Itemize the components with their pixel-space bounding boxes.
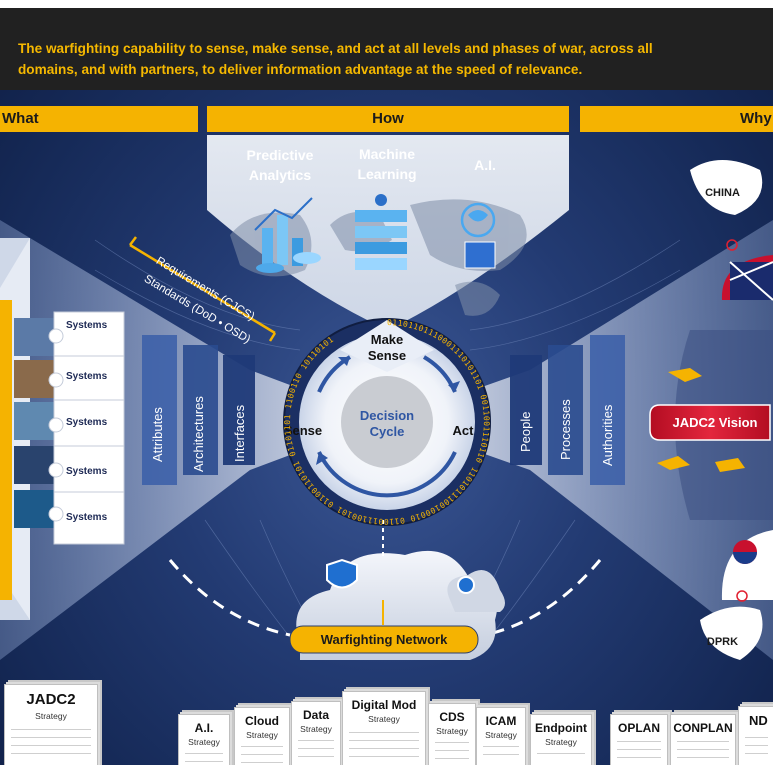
mission-statement: The warfighting capability to sense, mak… <box>18 38 763 80</box>
section-why-header: Why <box>580 106 773 132</box>
predictive-analytics-label: Predictive Analytics <box>230 145 330 185</box>
doc-cloud-title: Cloud <box>245 714 279 728</box>
warfighting-network-label: Warfighting Network <box>320 632 448 647</box>
doc-ai-title: A.I. <box>194 721 214 735</box>
machine-learning-label: Machine Learning <box>337 144 437 184</box>
doc-cds-title: CDS <box>439 710 465 724</box>
decision-cycle-label: Decision Cycle <box>337 408 437 440</box>
jadc2-vision-badge: JADC2 Vision <box>672 415 758 430</box>
doc-cloud-sub: Strategy <box>246 730 278 740</box>
doc-ai: A.I. Strategy <box>178 714 230 771</box>
section-what-header: What <box>0 106 198 132</box>
doc-icam-title: ICAM <box>485 714 517 728</box>
predictive-analytics-icon <box>254 197 321 273</box>
left-columns <box>142 335 255 485</box>
section-how-label: How <box>372 110 404 127</box>
make-sense-line1: Make <box>370 332 404 347</box>
sense-label: Sense <box>283 423 323 438</box>
systems-label-5: Systems <box>66 512 108 523</box>
doc-jadc2-sub: Strategy <box>35 711 67 721</box>
decision-cycle-line1: Decision <box>359 408 415 423</box>
dprk-label: DPRK <box>706 636 739 648</box>
doc-data: Data Strategy <box>291 701 341 771</box>
doc-cds: CDS Strategy <box>428 703 476 771</box>
predictive-analytics-line2: Analytics <box>248 167 312 183</box>
doc-data-title: Data <box>302 708 329 722</box>
make-sense-line2: Sense <box>367 348 407 363</box>
ai-chip-icon <box>460 202 496 269</box>
doc-endpoint: Endpoint Strategy <box>530 714 592 771</box>
section-why-label: Why <box>740 110 772 127</box>
doc-oplan: OPLAN <box>610 714 668 771</box>
systems-label-1: Systems <box>66 320 108 331</box>
svg-text:01101101110001110101101 001100: 01101101110001110101101 0011001110110 11… <box>283 318 491 526</box>
doc-icam: ICAM Strategy <box>476 707 526 771</box>
doc-ai-sub: Strategy <box>188 737 220 747</box>
doc-nd-title: ND <box>749 713 768 728</box>
why-graphics <box>649 160 773 660</box>
doc-icam-sub: Strategy <box>485 730 517 740</box>
machine-learning-line1: Machine <box>358 146 415 162</box>
systems-stack <box>0 238 125 620</box>
standards-bracket <box>129 236 277 342</box>
doc-conplan: CONPLAN <box>670 714 736 771</box>
top-edge <box>0 0 773 8</box>
doc-oplan-title: OPLAN <box>618 721 660 735</box>
doc-cds-sub: Strategy <box>436 726 468 736</box>
section-what-label: What <box>2 110 39 127</box>
doc-nd: ND <box>738 706 773 771</box>
network-graphic <box>168 520 602 660</box>
right-columns <box>510 335 625 485</box>
machine-learning-icon <box>355 194 407 270</box>
mission-banner: The warfighting capability to sense, mak… <box>0 8 773 90</box>
mission-line-1: The warfighting capability to sense, mak… <box>18 41 653 56</box>
doc-conplan-title: CONPLAN <box>673 721 733 735</box>
doc-jadc2-title: JADC2 <box>26 691 76 708</box>
make-sense-label: Make Sense <box>347 332 427 364</box>
doc-digital-mod: Digital Mod Strategy <box>342 691 426 771</box>
binary-ring-text: 01101101110001110101101 0011001110110 11… <box>283 318 491 526</box>
decision-cycle-line2: Cycle <box>369 424 405 439</box>
china-label: CHINA <box>705 187 740 199</box>
doc-endpoint-sub: Strategy <box>545 737 577 747</box>
act-label: Act <box>452 423 474 438</box>
doc-cloud: Cloud Strategy <box>234 707 290 771</box>
systems-label-2: Systems <box>66 371 108 382</box>
doc-digital-mod-title: Digital Mod <box>351 698 417 712</box>
doc-endpoint-title: Endpoint <box>535 721 587 735</box>
how-icons <box>254 194 496 273</box>
doc-digital-mod-sub: Strategy <box>368 714 400 724</box>
machine-learning-line2: Learning <box>357 166 417 182</box>
systems-label-4: Systems <box>66 466 108 477</box>
doc-jadc2: JADC2 Strategy <box>4 684 98 771</box>
bottom-edge <box>0 765 773 773</box>
doc-data-sub: Strategy <box>300 724 332 734</box>
section-how-header: How <box>207 106 569 132</box>
predictive-analytics-line1: Predictive <box>246 147 314 163</box>
decision-cycle-graphic <box>283 318 491 526</box>
mission-line-2: domains, and with partners, to deliver i… <box>18 62 583 77</box>
systems-label-3: Systems <box>66 417 108 428</box>
ai-label: A.I. <box>474 157 496 173</box>
